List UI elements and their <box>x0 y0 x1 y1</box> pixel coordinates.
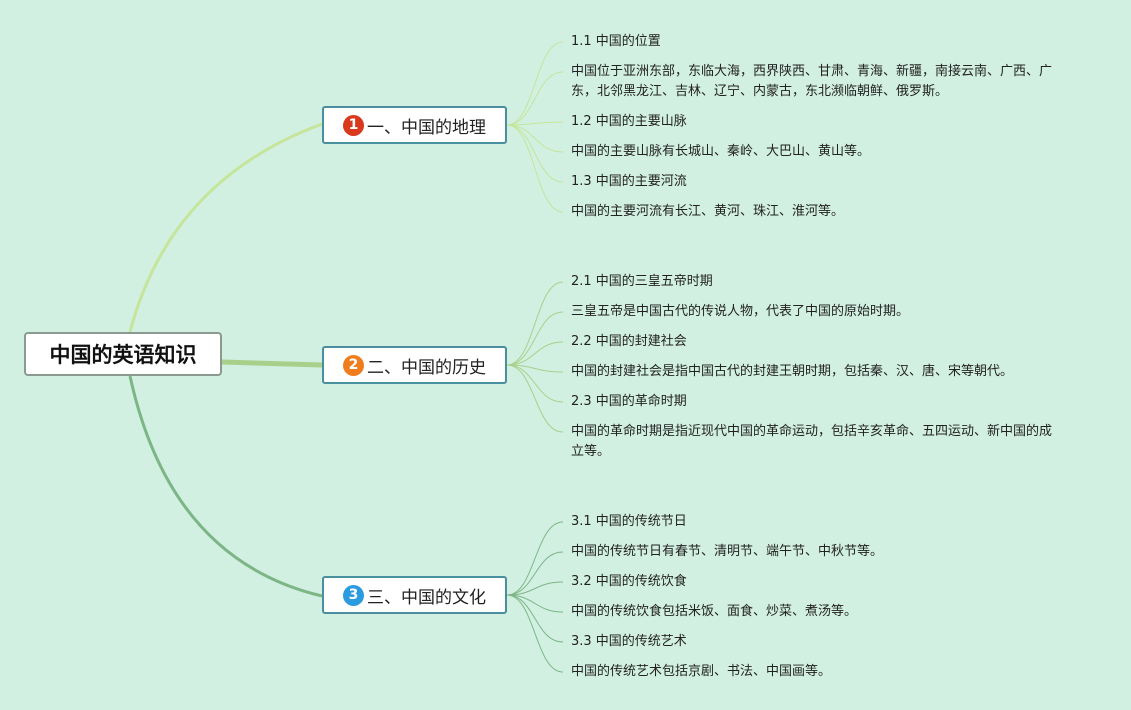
leaf-3-1-heading[interactable]: 3.1 中国的传统节日 <box>571 514 687 529</box>
root-topic-title: 中国的英语知识 <box>49 343 197 367</box>
leaf-line-2-1 <box>506 281 564 366</box>
branch-history[interactable]: 2 二、中国的历史 <box>322 346 507 384</box>
branch-2-leaf-lines <box>506 281 564 433</box>
branch-culture-title: 三、中国的文化 <box>367 587 486 608</box>
leaf-line-1-5 <box>506 124 564 183</box>
leaf-3-3-heading[interactable]: 3.3 中国的传统艺术 <box>571 634 687 649</box>
leaf-line-1-3 <box>506 121 564 126</box>
root-topic[interactable]: 中国的英语知识 <box>24 332 222 376</box>
leaf-line-1-1 <box>506 41 564 126</box>
leaf-2-3-text[interactable]: 中国的革命时期是指近现代中国的革命运动，包括辛亥革命、五四运动、新中国的成立等。 <box>571 424 1053 459</box>
branch-culture[interactable]: 3 三、中国的文化 <box>322 576 507 614</box>
leaf-line-2-6 <box>506 364 564 433</box>
leaf-2-1-text[interactable]: 三皇五帝是中国古代的传说人物，代表了中国的原始时期。 <box>571 304 910 319</box>
leaf-line-3-3 <box>506 581 564 596</box>
badge-3: 3 <box>343 584 364 606</box>
leaf-1-2-text[interactable]: 中国的主要山脉有长城山、秦岭、大巴山、黄山等。 <box>571 144 871 159</box>
leaf-1-3-text[interactable]: 中国的主要河流有长江、黄河、珠江、淮河等。 <box>571 204 845 219</box>
root-to-branch-2-line <box>221 359 323 368</box>
leaf-line-2-5 <box>506 364 564 403</box>
leaf-line-1-4 <box>506 124 564 153</box>
leaf-3-2-heading[interactable]: 3.2 中国的传统饮食 <box>571 574 687 589</box>
branch-3-leaf-lines <box>506 521 564 673</box>
branch-geography[interactable]: 1 一、中国的地理 <box>322 106 507 144</box>
badge-2: 2 <box>343 354 364 376</box>
leaf-1-2-heading[interactable]: 1.2 中国的主要山脉 <box>571 114 687 129</box>
branch-1-leaf-lines <box>506 41 564 213</box>
branch-history-title: 二、中国的历史 <box>367 357 486 378</box>
leaf-line-1-6 <box>506 124 564 213</box>
leaf-3-3-text[interactable]: 中国的传统艺术包括京剧、书法、中国画等。 <box>571 664 832 679</box>
leaf-line-3-6 <box>506 594 564 673</box>
leaf-2-1-heading[interactable]: 2.1 中国的三皇五帝时期 <box>571 274 713 289</box>
leaf-1-1-text[interactable]: 中国位于亚洲东部，东临大海，西界陕西、甘肃、青海、新疆，南接云南、广西、广东，北… <box>571 64 1053 99</box>
leaf-1-1-heading[interactable]: 1.1 中国的位置 <box>571 34 661 49</box>
badge-1: 1 <box>343 114 364 136</box>
leaf-line-2-2 <box>506 311 564 366</box>
leaf-1-3-heading[interactable]: 1.3 中国的主要河流 <box>571 174 687 189</box>
leaf-2-2-heading[interactable]: 2.2 中国的封建社会 <box>571 334 687 349</box>
leaf-3-1-text[interactable]: 中国的传统节日有春节、清明节、端午节、中秋节等。 <box>571 544 884 559</box>
root-to-branch-1-line <box>128 122 323 333</box>
leaf-2-3-heading[interactable]: 2.3 中国的革命时期 <box>571 394 687 409</box>
root-to-branch-3-line <box>128 375 323 598</box>
leaf-2-2-text[interactable]: 中国的封建社会是指中国古代的封建王朝时期，包括秦、汉、唐、宋等朝代。 <box>571 364 1014 379</box>
leaf-line-3-4 <box>506 594 564 613</box>
leaf-3-2-text[interactable]: 中国的传统饮食包括米饭、面食、炒菜、煮汤等。 <box>571 604 858 619</box>
branch-geography-title: 一、中国的地理 <box>367 117 486 138</box>
leaf-line-3-2 <box>506 551 564 596</box>
leaf-line-3-1 <box>506 521 564 596</box>
leaf-line-2-3 <box>506 341 564 366</box>
leaf-line-1-2 <box>506 71 564 126</box>
leaf-line-3-5 <box>506 594 564 643</box>
